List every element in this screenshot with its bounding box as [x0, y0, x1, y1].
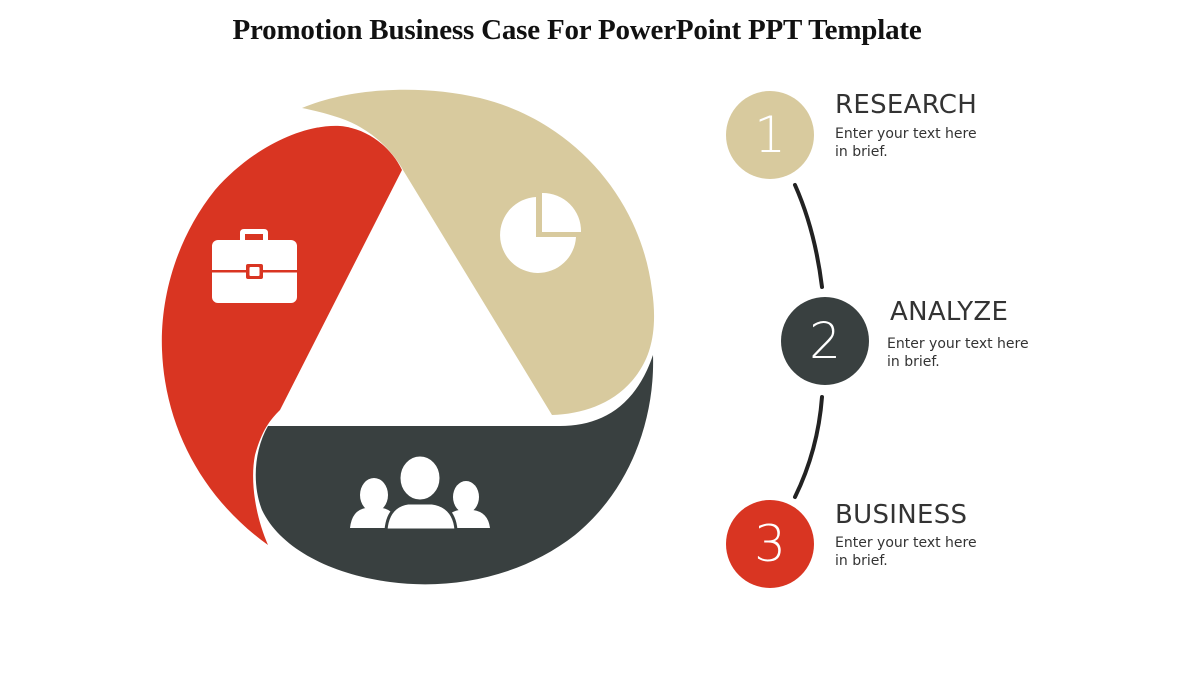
- step-3-number: 3: [754, 515, 786, 573]
- connector-1-2: [793, 183, 824, 289]
- step-1-number: 1: [754, 106, 786, 164]
- tan-segment: [302, 89, 655, 415]
- step-1-title: RESEARCH: [835, 90, 978, 120]
- step-2-title: ANALYZE: [890, 297, 1009, 327]
- step-3-circle: 3: [726, 500, 814, 588]
- step-1-description: Enter your text here in brief.: [835, 126, 977, 160]
- step-3-title: BUSINESS: [835, 500, 968, 530]
- step-3-description: Enter your text here in brief.: [835, 535, 977, 569]
- step-2-number: 2: [809, 312, 841, 370]
- pie-chart-icon: [500, 192, 582, 273]
- step-2-circle: 2: [781, 297, 869, 385]
- users-group-icon: [350, 453, 490, 532]
- step-2-description: Enter your text here in brief.: [887, 336, 1029, 370]
- briefcase-icon: [212, 229, 297, 303]
- slide-title: Promotion Business Case For PowerPoint P…: [232, 14, 922, 46]
- step-1-circle: 1: [726, 91, 814, 179]
- connector-2-3: [793, 395, 824, 499]
- red-segment: [161, 125, 402, 545]
